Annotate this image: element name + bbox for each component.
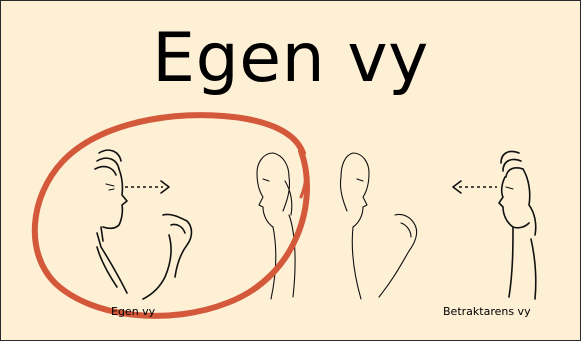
dotted-arrow-right-icon — [125, 181, 169, 193]
dotted-arrow-left-icon — [453, 181, 497, 193]
caption-own-view: Egen vy — [111, 305, 155, 318]
viewer-figure-right — [499, 151, 536, 299]
signer-figure-right — [340, 153, 416, 299]
signer-figure-left — [95, 150, 192, 299]
caption-viewer-view: Betraktarens vy — [443, 305, 531, 318]
viewer-figure-left — [257, 153, 295, 299]
